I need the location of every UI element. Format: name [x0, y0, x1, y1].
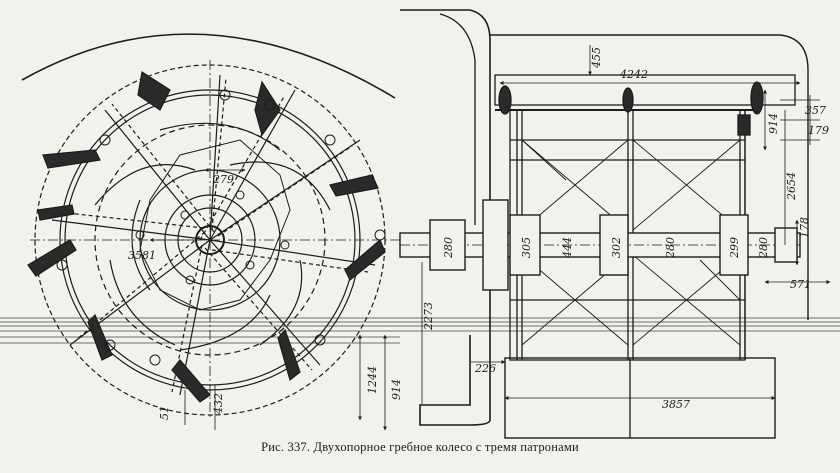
- dim-hub-mid: 302: [610, 237, 623, 258]
- figure-caption-text: Двухопорное гребное колесо с тремя патро…: [313, 440, 579, 454]
- dim-hub-right: 299: [728, 237, 741, 259]
- figure-label: Рис. 337.: [261, 440, 311, 454]
- dim-wheel-radius: 3581: [128, 249, 156, 262]
- dim-shaft-2: 280: [664, 237, 677, 259]
- dim-shaft-1: 444: [561, 237, 574, 259]
- dim-blade-432: 432: [212, 393, 225, 415]
- dim-wheel-spacing: 279: [212, 173, 234, 186]
- figure-caption: Рис. 337. Двухопорное гребное колесо с т…: [0, 440, 840, 455]
- dim-frame-height: 2654: [785, 172, 798, 201]
- dim-box-length: 3857: [662, 398, 690, 411]
- dimension-labels: 455 4242 357 179 914 2654 178 571 279 35…: [128, 47, 829, 420]
- left-dimension-lines: [149, 168, 387, 431]
- dim-shaft-left: 280: [442, 237, 455, 259]
- paddle-wheel-front-view: [399, 9, 809, 439]
- dim-overall-length: 4242: [619, 68, 648, 81]
- dim-hub-left: 305: [520, 237, 533, 258]
- paddle-wheel-side-view: [21, 33, 400, 420]
- dim-hub: 178: [798, 217, 811, 238]
- dim-small-226: 226: [474, 362, 496, 375]
- right-dimension-lines: [421, 45, 831, 405]
- dim-top-offset: 455: [590, 47, 603, 69]
- dim-right-mid: 179: [808, 124, 829, 137]
- dim-blade-51: 51: [158, 406, 171, 420]
- dim-flange-height: 914: [767, 113, 780, 134]
- dim-right-bottom: 571: [790, 278, 811, 291]
- dim-right-upper: 357: [805, 104, 826, 117]
- dim-vertical-left: 2273: [422, 302, 435, 331]
- water-surface: [0, 317, 840, 344]
- dim-hub-right-b: 280: [757, 237, 770, 259]
- dim-draft-914: 914: [390, 379, 403, 400]
- dim-draft-1244: 1244: [366, 366, 379, 394]
